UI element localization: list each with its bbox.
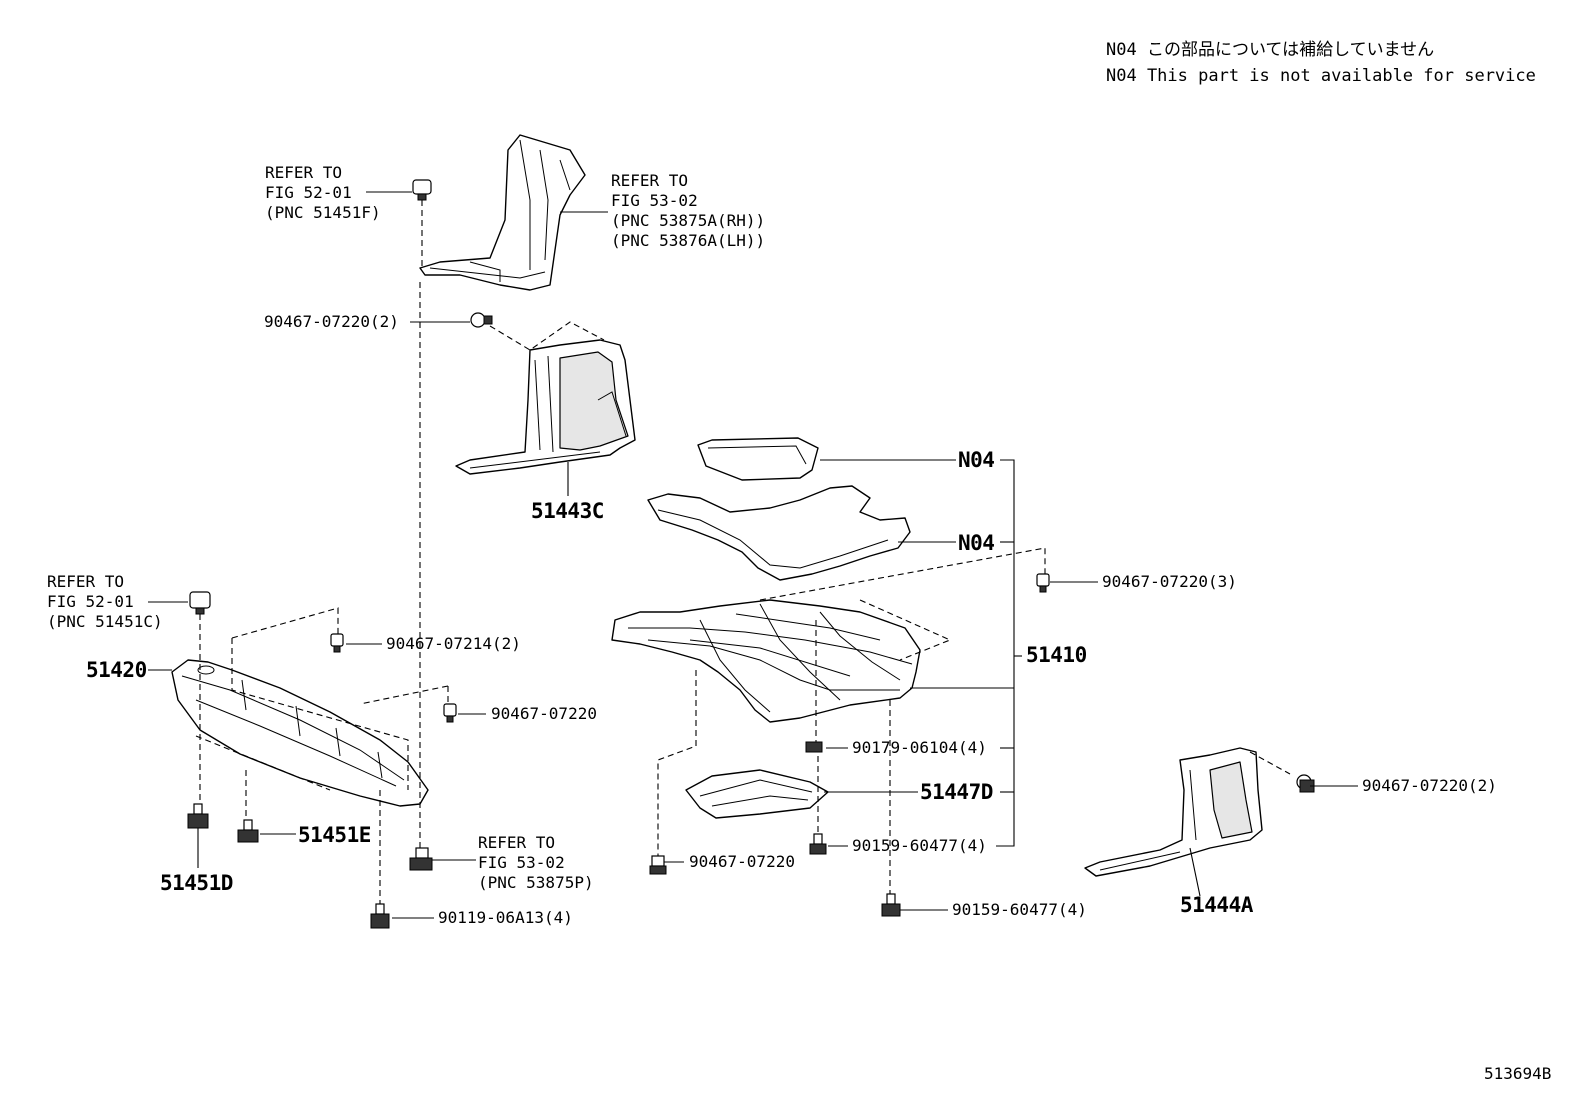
- refer-fig5201-left[interactable]: REFER TO FIG 52-01 (PNC 51451C): [47, 572, 163, 632]
- clip-icon: [409, 847, 433, 871]
- undercover-51410: [611, 437, 921, 819]
- fastener-90467-07220-3[interactable]: 90467-07220(3): [1102, 572, 1237, 591]
- part-51451d[interactable]: 51451D: [160, 871, 233, 895]
- clip-icon: [189, 591, 211, 615]
- bolt-icon: [881, 893, 901, 917]
- fastener-90467-07220-2-top[interactable]: 90467-07220(2): [264, 312, 399, 331]
- shield-51443c: [455, 339, 636, 475]
- fastener-90119-06a13[interactable]: 90119-06A13(4): [438, 908, 573, 927]
- part-n04-gasket[interactable]: N04: [958, 531, 995, 555]
- refer-line: REFER TO: [265, 163, 343, 182]
- figure-id: 513694B: [1484, 1064, 1552, 1083]
- fastener-90467-07220-bottom[interactable]: 90467-07220: [689, 852, 795, 871]
- cover-51420: [171, 659, 429, 807]
- leader-lines: [148, 191, 1358, 919]
- bolt-icon: [809, 833, 827, 855]
- nut-icon: [805, 741, 823, 753]
- bolt-icon: [237, 819, 259, 843]
- refer-line: REFER TO: [611, 171, 689, 190]
- note-line-jp: N04 この部品については補給していません: [1106, 40, 1435, 60]
- fastener-90467-07220-left[interactable]: 90467-07220: [491, 704, 597, 723]
- refer-fig: FIG 53-02: [478, 853, 565, 872]
- fender-liner-reference: [419, 134, 586, 291]
- note-line-en: N04 This part is not available for servi…: [1106, 66, 1536, 86]
- clip-icon: [330, 633, 344, 653]
- part-51410[interactable]: 51410: [1026, 643, 1087, 667]
- part-51444a[interactable]: 51444A: [1180, 893, 1253, 917]
- refer-pnc: (PNC 53875P): [478, 873, 594, 892]
- refer-fig: FIG 53-02: [611, 191, 698, 210]
- clip-icon: [1036, 573, 1050, 593]
- clip-icon: [1296, 774, 1315, 793]
- fastener-90159-60477-bottom[interactable]: 90159-60477(4): [952, 900, 1087, 919]
- clip-icon: [470, 312, 493, 328]
- part-51447d[interactable]: 51447D: [920, 780, 993, 804]
- assembly-lines: [195, 200, 1291, 904]
- refer-pnc-rh: (PNC 53875A(RH)): [611, 211, 766, 230]
- fastener-90159-60477-mid[interactable]: 90159-60477(4): [852, 836, 987, 855]
- bolt-icon: [187, 803, 209, 829]
- refer-pnc-lh: (PNC 53876A(LH)): [611, 231, 766, 250]
- clip-icon: [412, 179, 432, 201]
- shield-51444a: [1084, 747, 1263, 877]
- refer-fig5302-bottom[interactable]: REFER TO FIG 53-02 (PNC 53875P): [478, 833, 594, 893]
- refer-line: REFER TO: [478, 833, 556, 852]
- refer-pnc: (PNC 51451F): [265, 203, 381, 222]
- refer-pnc: (PNC 51451C): [47, 612, 163, 631]
- fastener-90179-06104[interactable]: 90179-06104(4): [852, 738, 987, 757]
- refer-fig5302-top[interactable]: REFER TO FIG 53-02 (PNC 53875A(RH)) (PNC…: [611, 171, 765, 251]
- part-51420[interactable]: 51420: [86, 658, 147, 682]
- part-51451e[interactable]: 51451E: [298, 823, 371, 847]
- refer-fig5201-top[interactable]: REFER TO FIG 52-01 (PNC 51451F): [265, 163, 381, 223]
- fastener-90467-07220-2-right[interactable]: 90467-07220(2): [1362, 776, 1497, 795]
- part-51443c[interactable]: 51443C: [531, 499, 604, 523]
- clip-icon: [443, 703, 457, 723]
- refer-line: REFER TO: [47, 572, 125, 591]
- part-n04-plate[interactable]: N04: [958, 448, 995, 472]
- fastener-90467-07214[interactable]: 90467-07214(2): [386, 634, 521, 653]
- refer-fig: FIG 52-01: [47, 592, 134, 611]
- refer-fig: FIG 52-01: [265, 183, 352, 202]
- clip-icon: [649, 855, 667, 875]
- bolt-icon: [370, 903, 390, 929]
